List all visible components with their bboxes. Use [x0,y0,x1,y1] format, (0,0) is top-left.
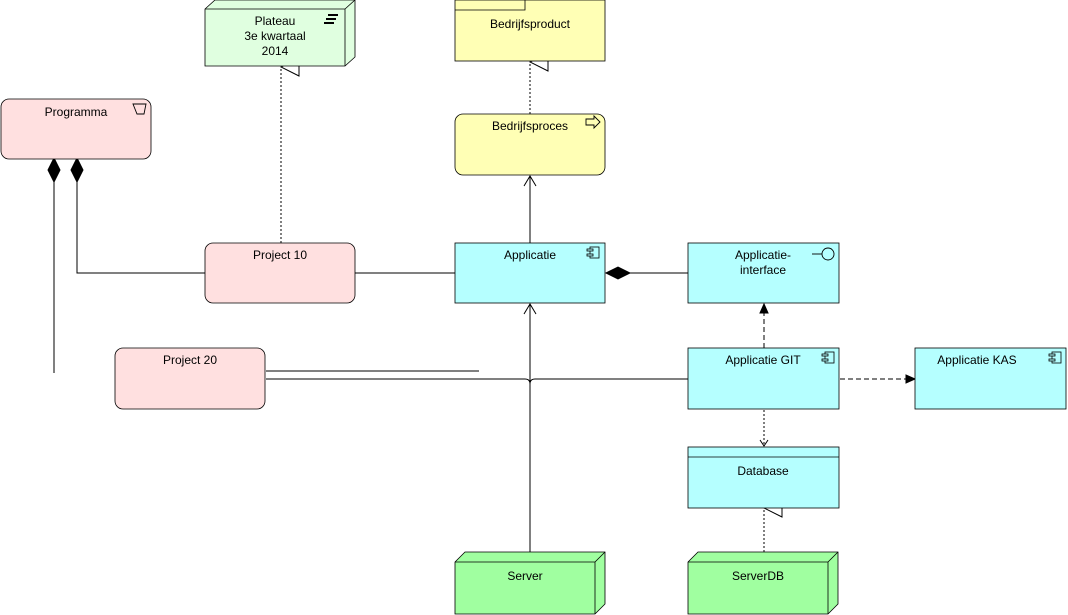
node-serverdb[interactable]: ServerDB [687,551,839,615]
interface-icon [812,247,835,261]
node-programma[interactable]: Programma [0,98,152,160]
connections [47,62,917,552]
node-project20[interactable]: Project 20 [114,347,266,410]
association-project20-git[interactable] [266,378,688,385]
node-plateau[interactable]: Plateau 3e kwartaal 2014 [204,0,356,67]
node-server[interactable]: Server [454,551,606,615]
node-plateau-line3: 2014 [262,44,289,58]
node-applicatie-git-label: Applicatie GIT [725,353,801,367]
node-applicatie-interface-line1: Applicatie- [735,248,791,262]
node-serverdb-label: ServerDB [732,569,784,583]
component-icon [1048,351,1062,364]
programme-icon [132,103,147,115]
node-database-label: Database [737,464,789,478]
node-bedrijfsproduct[interactable]: Bedrijfsproduct [454,0,606,62]
node-project20-label: Project 20 [163,353,217,367]
node-server-label: Server [507,569,542,583]
node-plateau-line2: 3e kwartaal [244,29,305,43]
node-applicatie-kas-label: Applicatie KAS [937,353,1016,367]
component-icon [586,246,600,259]
composition-programma-project10[interactable] [76,182,205,274]
node-plateau-line1: Plateau [255,14,296,28]
node-database[interactable]: Database [687,446,840,509]
node-applicatie-label: Applicatie [504,248,556,262]
node-bedrijfsproces-label: Bedrijfsproces [492,119,568,133]
plateau-icon [324,14,338,24]
node-project10-label: Project 10 [253,248,307,262]
node-project10[interactable]: Project 10 [204,242,356,304]
node-applicatie-git[interactable]: Applicatie GIT [687,347,840,410]
node-programma-label: Programma [45,105,108,119]
node-applicatie-interface-line2: interface [740,263,786,277]
node-applicatie-kas[interactable]: Applicatie KAS [914,347,1067,410]
node-applicatie-interface[interactable]: Applicatie- interface [687,242,840,304]
component-icon [821,351,835,364]
node-bedrijfsproduct-label: Bedrijfsproduct [490,17,571,31]
process-arrow-icon [585,114,601,130]
node-bedrijfsproces[interactable]: Bedrijfsproces [454,113,606,176]
node-applicatie[interactable]: Applicatie [454,242,606,304]
